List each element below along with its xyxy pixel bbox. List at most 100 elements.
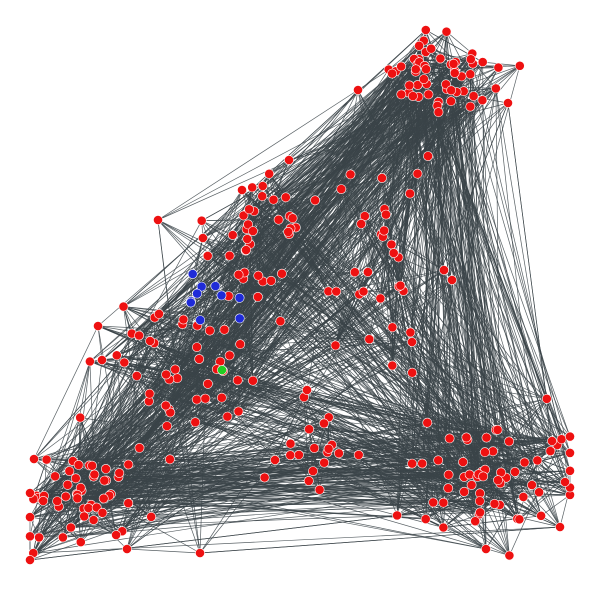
graph-node-bottom-right: [392, 510, 402, 521]
graph-edge: [437, 105, 445, 271]
graph-edge: [285, 197, 370, 340]
graph-edge: [417, 173, 494, 452]
graph-node-green-node: [217, 365, 227, 375]
graph-node-bottom-left: [70, 473, 81, 484]
graph-node-bottom-left: [50, 471, 60, 482]
graph-edge: [358, 454, 538, 461]
graph-node-outlier: [447, 275, 457, 285]
graph-edge: [495, 88, 548, 399]
graph-edge: [292, 73, 393, 219]
graph-edge: [306, 341, 413, 391]
graph-edge: [149, 297, 240, 342]
graph-node-blue-group: [196, 281, 207, 292]
graph-edge: [357, 31, 447, 91]
graph-node-center: [336, 184, 347, 194]
graph-node-outlier: [195, 548, 205, 558]
graph-edge: [72, 193, 411, 462]
graph-edge: [33, 487, 449, 554]
graph-edge: [36, 189, 243, 496]
graph-edge: [196, 227, 297, 348]
graph-edge: [246, 91, 457, 230]
graph-edge: [288, 233, 571, 437]
graph-node-bottom-middle: [293, 449, 304, 460]
graph-edge: [280, 320, 510, 556]
graph-node-top: [468, 91, 479, 101]
graph-node-bottom-left: [25, 488, 35, 498]
graph-edge: [196, 280, 272, 348]
graph-edge: [199, 398, 206, 554]
graph-edge: [239, 275, 259, 319]
graph-edge: [201, 227, 296, 287]
graph-edge: [410, 332, 428, 423]
graph-node-bottom-left: [73, 459, 84, 470]
nodes-layer: [25, 25, 575, 565]
graph-edge: [90, 285, 401, 506]
graph-edge: [398, 91, 465, 287]
graph-node-outlier: [560, 477, 570, 487]
graph-node-bottom-left: [64, 466, 75, 476]
graph-edge: [123, 306, 468, 441]
graph-node-top: [396, 61, 407, 72]
graph-node-left-middle: [219, 324, 230, 335]
graph-edge: [97, 325, 547, 400]
graph-edge: [96, 443, 291, 508]
graph-node-bottom-right: [438, 522, 449, 533]
graph-node-left-upper: [241, 245, 251, 255]
graph-edge: [446, 31, 473, 54]
graph-edge: [38, 361, 91, 538]
graph-edge: [358, 436, 571, 456]
graph-edge: [123, 306, 540, 493]
graph-node-bottom-right: [504, 550, 515, 561]
graph-node-bottom-right: [428, 497, 439, 508]
graph-node-top: [446, 85, 457, 96]
graph-node-outlier: [284, 155, 294, 165]
graph-edge: [101, 359, 150, 402]
graph-edge: [319, 489, 571, 496]
graph-edge: [221, 397, 276, 461]
graph-node-outlier: [97, 355, 107, 365]
graph-node-bottom-right: [565, 431, 575, 442]
graph-node-left-middle: [161, 369, 171, 380]
graph-edge: [201, 286, 223, 398]
graph-edge: [252, 58, 420, 232]
graph-node-center: [356, 218, 367, 229]
graph-edge: [273, 100, 452, 201]
graph-edge: [224, 329, 561, 528]
graph-node-outlier: [29, 454, 39, 464]
graph-node-top: [493, 62, 504, 73]
graph-edge: [70, 512, 481, 528]
graph-node-left-middle: [118, 301, 129, 312]
graph-node-bottom-right: [514, 514, 525, 525]
graph-edge: [158, 199, 274, 315]
graph-node-bottom-right: [466, 480, 477, 490]
graph-edge: [81, 279, 453, 492]
graph-node-left-upper: [276, 268, 287, 279]
graph-node-left-middle: [194, 354, 205, 364]
graph-edge: [110, 345, 336, 495]
graph-node-bottom-left: [34, 532, 44, 543]
graph-edge: [131, 333, 487, 550]
graph-edge: [303, 396, 495, 505]
graph-edge: [83, 372, 413, 509]
graph-node-left-upper: [283, 226, 294, 237]
graph-node-left-middle: [222, 411, 233, 422]
graph-node-top: [421, 64, 431, 75]
graph-node-bottom-middle: [319, 418, 329, 429]
graph-node-bottom-right: [478, 471, 489, 482]
graph-edge: [81, 269, 445, 491]
graph-edge: [245, 88, 497, 251]
graph-node-bottom-right: [443, 483, 454, 494]
graph-node-outlier: [93, 321, 103, 331]
graph-edge: [115, 327, 393, 536]
graph-node-bottom-left: [52, 496, 63, 506]
graph-edge: [54, 89, 359, 477]
graph-edge: [199, 526, 561, 554]
graph-node-left-middle: [233, 406, 244, 417]
graph-node-bottom-left: [60, 491, 71, 502]
graph-node-bottom-left: [114, 468, 125, 478]
graph-node-outlier: [481, 544, 491, 554]
graph-node-left-middle: [162, 421, 172, 431]
graph-edge: [443, 270, 495, 504]
graph-node-top: [423, 89, 434, 100]
graph-node-bottom-right: [481, 432, 492, 443]
